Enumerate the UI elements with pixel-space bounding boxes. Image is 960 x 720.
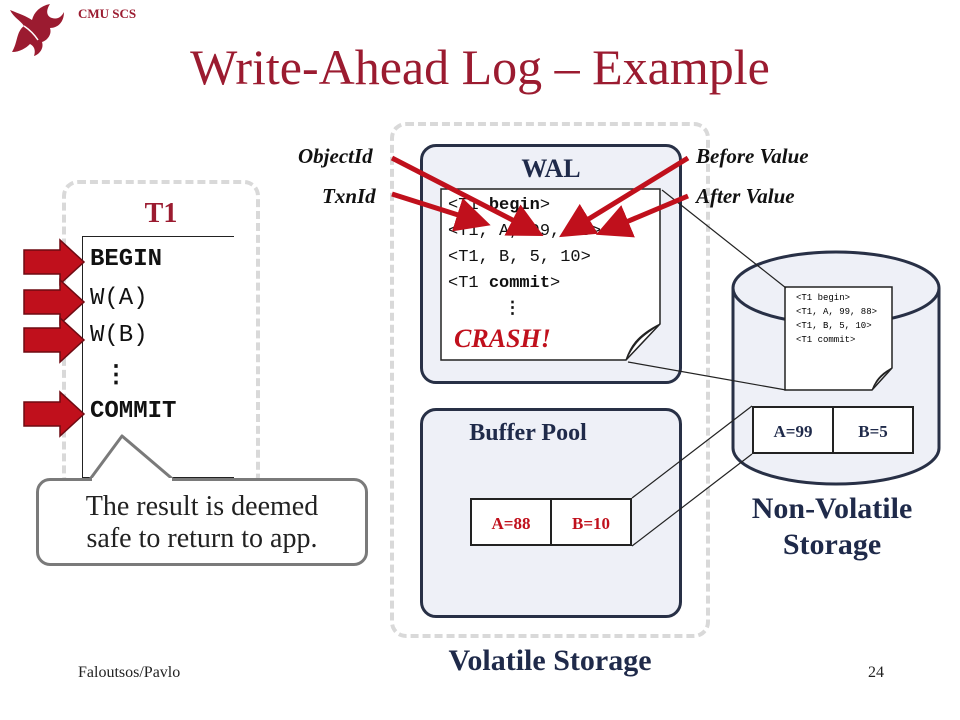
txnid-label: TxnId xyxy=(322,184,376,208)
wal-to-disk-line-bottom xyxy=(627,361,787,391)
callout-seam xyxy=(92,478,172,482)
wal-to-disk-line-top xyxy=(661,189,787,289)
non-volatile-label-line2: Storage xyxy=(782,528,882,561)
buffer-cell-b: B=10 xyxy=(550,498,632,546)
txn-step-write-a: W(A) xyxy=(90,285,148,312)
buffer-to-disk-line-top xyxy=(631,405,753,499)
after-value-arrow xyxy=(595,193,689,238)
txn-step-write-b: W(B) xyxy=(90,322,148,349)
txnid-arrow xyxy=(391,191,491,232)
callout-line-2: safe to return to app. xyxy=(86,523,318,554)
crash-label: CRASH! xyxy=(454,324,551,353)
callout-pointer xyxy=(86,434,177,484)
disk-log-line-2: <T1, A, 99, 88> xyxy=(796,307,878,317)
footer-author: Faloutsos/Pavlo xyxy=(78,664,181,681)
txn-step-begin: BEGIN xyxy=(90,246,163,273)
step-arrow-write-a xyxy=(23,278,86,326)
header-tag: CMU SCS xyxy=(78,6,137,21)
wal-title: WAL xyxy=(521,154,581,183)
txn-title: T1 xyxy=(144,198,178,229)
step-arrow-begin xyxy=(23,238,86,286)
buffer-pool-title: Buffer Pool xyxy=(469,420,587,446)
objectid-arrow xyxy=(390,155,544,237)
disk-log-line-4: <T1 commit> xyxy=(796,335,856,345)
buffer-to-disk-line-bottom xyxy=(631,453,753,547)
wal-entry-write-b: <T1, B, 5, 10> xyxy=(448,248,591,267)
buffer-cell-a: A=88 xyxy=(470,498,552,546)
disk-log-page xyxy=(784,286,893,391)
txn-schedule-box xyxy=(82,236,234,478)
commit-callout: The result is deemed safe to return to a… xyxy=(36,478,368,566)
wal-entry-commit: <T1 commit> xyxy=(448,274,561,293)
cmu-dragon-logo xyxy=(10,4,64,56)
non-volatile-label-line1: Non-Volatile xyxy=(751,492,913,525)
callout-line-1: The result is deemed xyxy=(85,491,319,522)
disk-log-line-3: <T1, B, 5, 10> xyxy=(796,321,872,331)
page-title: Write-Ahead Log – Example xyxy=(190,39,770,95)
objectid-label: ObjectId xyxy=(298,144,373,168)
after-value-label: After Value xyxy=(696,184,795,208)
disk-log-line-1: <T1 begin> xyxy=(796,293,851,303)
before-value-label: Before Value xyxy=(696,144,809,168)
wal-ellipsis: ⋮ xyxy=(504,300,521,319)
txn-step-ellipsis: ⋮ xyxy=(104,363,128,390)
step-arrow-write-b xyxy=(23,316,86,364)
disk-cell-b: B=5 xyxy=(832,406,914,454)
volatile-storage-label: Volatile Storage xyxy=(448,644,652,677)
txn-step-commit: COMMIT xyxy=(90,398,177,425)
page-number: 24 xyxy=(868,664,884,681)
before-value-arrow xyxy=(559,155,690,238)
step-arrow-commit xyxy=(23,390,86,438)
disk-cell-a: A=99 xyxy=(752,406,834,454)
volatile-region xyxy=(390,122,710,638)
